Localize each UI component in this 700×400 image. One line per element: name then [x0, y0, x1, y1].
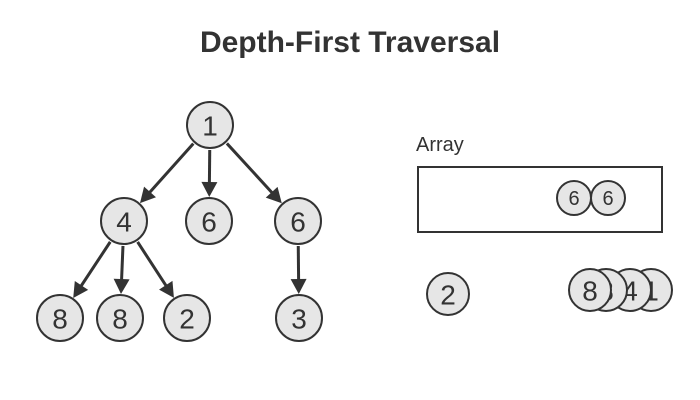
tree-node-a: 4 [100, 197, 148, 245]
tree-node-c-label: 6 [290, 207, 306, 238]
tree-edge-root-a [140, 142, 195, 204]
tree-edge-a-a1 [73, 241, 112, 298]
array-item-1-label: 6 [602, 188, 613, 210]
tree-node-a3-circle [163, 294, 211, 342]
stack-items: 1488 [568, 268, 673, 312]
tree-nodes: 1 4 6 6 8 8 2 3 [36, 101, 323, 342]
tree-node-c: 6 [274, 197, 322, 245]
tree-edges [73, 142, 307, 298]
array-item-1: 6 [590, 180, 626, 216]
tree-node-a2-label: 8 [112, 304, 128, 335]
tree-edge-a-a2 [113, 245, 130, 295]
tree-edge-a-a3 [136, 241, 174, 298]
tree-node-a1-circle [36, 294, 84, 342]
tree-edge-root-c [225, 142, 282, 204]
tree-node-c1-label: 3 [291, 304, 307, 335]
tree-edge-root-b-arrowhead [201, 181, 218, 198]
stack-item-0: 8 [568, 268, 612, 312]
tree-node-a-label: 4 [116, 207, 132, 238]
tree-node-c1: 3 [275, 294, 323, 342]
tree-node-root-label: 1 [202, 111, 218, 142]
tree-node-root: 1 [186, 101, 234, 149]
pending-item: 2 [426, 272, 470, 316]
tree-edge-root-c-line [225, 142, 275, 195]
pending-node-label: 2 [440, 280, 456, 311]
tree-node-c1-circle [275, 294, 323, 342]
tree-edge-c-c1 [290, 245, 307, 295]
tree-edge-root-a-line [147, 142, 195, 195]
tree-edge-a-a2-line [120, 245, 125, 282]
tree-node-root-circle [186, 101, 234, 149]
tree-node-b: 6 [185, 197, 233, 245]
tree-edge-a-a3-arrowhead [159, 280, 174, 298]
tree-node-a1-label: 8 [52, 304, 68, 335]
diagram-title: Depth-First Traversal [199, 26, 501, 59]
tree-edge-a-a2-arrowhead [113, 278, 130, 295]
tree-node-a2: 8 [96, 294, 144, 342]
stack-item-0-circle [568, 268, 612, 312]
tree-edge-a-a1-line [79, 241, 112, 288]
tree-node-b-circle [185, 197, 233, 245]
tree-edge-a-a1-arrowhead [73, 281, 89, 298]
array-item-1-circle [590, 180, 626, 216]
tree-node-a2-circle [96, 294, 144, 342]
array-item-0: 6 [556, 180, 592, 216]
tree-edge-a-a3-line [136, 241, 169, 288]
array-label: Array [416, 134, 464, 156]
pending-node: 2 [426, 272, 470, 316]
tree-node-a-circle [100, 197, 148, 245]
array-item-0-label: 6 [568, 188, 579, 210]
tree-node-a3: 2 [163, 294, 211, 342]
tree-node-a3-label: 2 [179, 304, 195, 335]
tree-edge-root-a-arrowhead [140, 186, 156, 204]
tree-edge-root-b [201, 149, 218, 198]
pending-node-circle [426, 272, 470, 316]
stack-item-0-label: 8 [582, 276, 598, 307]
tree-node-c-circle [274, 197, 322, 245]
tree-node-a1: 8 [36, 294, 84, 342]
tree-edge-c-c1-arrowhead [290, 278, 307, 295]
tree-edge-root-c-arrowhead [265, 186, 282, 204]
tree-node-b-label: 6 [201, 207, 217, 238]
